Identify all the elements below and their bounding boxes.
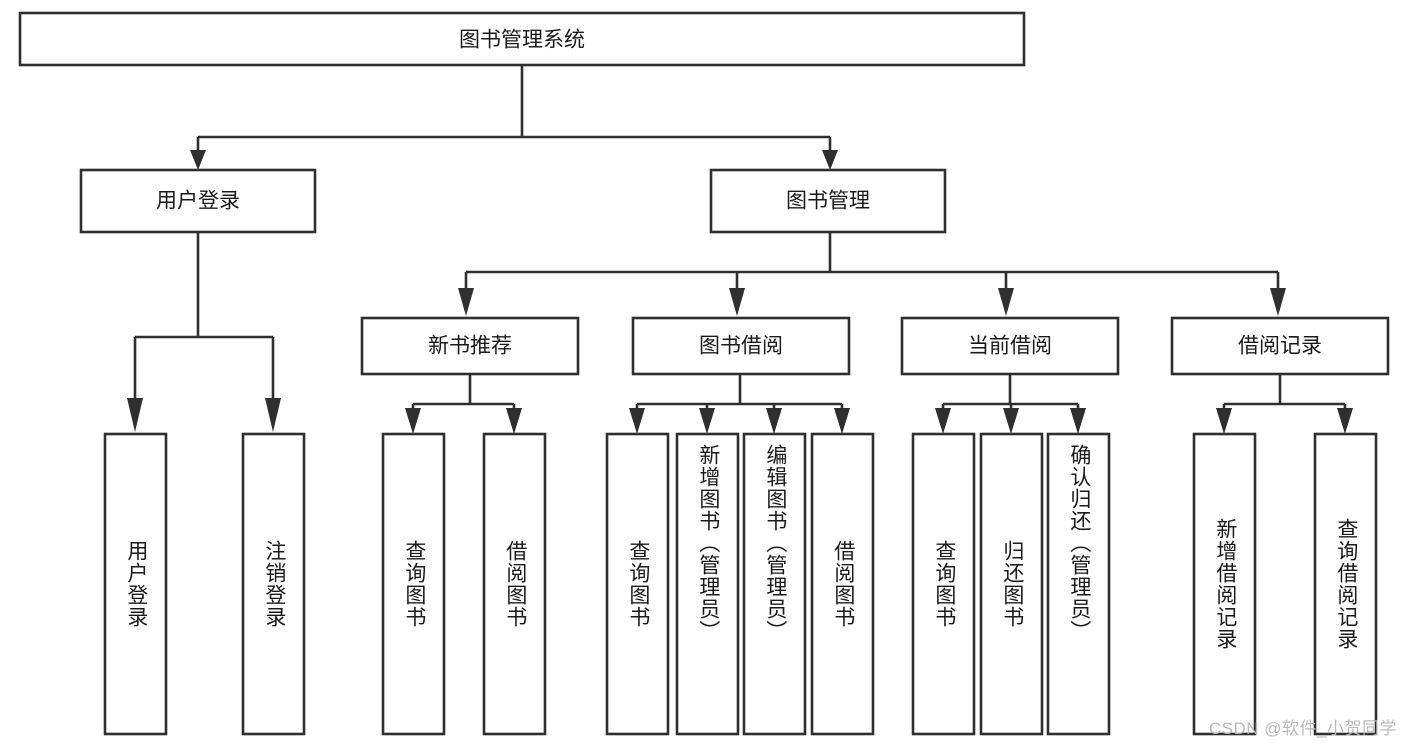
leaf-box-bb-borrow-book[interactable] bbox=[810, 432, 875, 736]
node-current-borrow-box[interactable] bbox=[900, 316, 1120, 376]
arrowhead-nb-leaf-2 bbox=[506, 408, 522, 434]
node-borrow-record-label: 借阅记录 bbox=[1238, 335, 1322, 358]
leaf-box-cb-query-book[interactable] bbox=[911, 432, 976, 736]
leaf-box-br-query-record[interactable] bbox=[1313, 432, 1378, 736]
arrowhead-book-manage bbox=[822, 150, 838, 170]
watermark-text: CSDN @软件_小贺同学 bbox=[1208, 719, 1397, 738]
arrowhead-bb-leaf-2 bbox=[699, 408, 715, 434]
leaf-box-nb-borrow-book[interactable] bbox=[482, 432, 547, 736]
node-new-book-recommend[interactable]: 新书推荐 bbox=[360, 316, 580, 376]
node-book-manage[interactable]: 图书管理 bbox=[709, 168, 947, 234]
node-borrow-record-box[interactable] bbox=[1170, 316, 1390, 376]
arrowhead-nb-leaf-1 bbox=[405, 408, 421, 434]
connector-group bbox=[127, 65, 1353, 434]
leaf-box-br-add-record[interactable] bbox=[1192, 432, 1257, 736]
leaf-box-nb-query-book[interactable] bbox=[381, 432, 446, 736]
leaf-box-bb-add-book[interactable] bbox=[675, 432, 740, 736]
leaf-box-bb-query-book[interactable] bbox=[605, 432, 670, 736]
node-borrow-record[interactable]: 借阅记录 bbox=[1170, 316, 1390, 376]
node-user-login-box[interactable] bbox=[79, 168, 317, 234]
node-book-borrow-label: 图书借阅 bbox=[699, 335, 783, 358]
node-user-login[interactable]: 用户登录 bbox=[79, 168, 317, 234]
arrowhead-cb-leaf-2 bbox=[1003, 408, 1019, 434]
node-root[interactable]: 图书管理系统 bbox=[18, 11, 1026, 67]
arrowhead-borrow-record bbox=[1270, 288, 1286, 316]
arrowhead-bb-leaf-3 bbox=[766, 408, 782, 434]
arrowhead-cb-leaf-3 bbox=[1070, 408, 1086, 434]
node-current-borrow-label: 当前借阅 bbox=[968, 335, 1052, 358]
arrowhead-user-login bbox=[190, 150, 206, 170]
leaf-box-bb-edit-book[interactable] bbox=[742, 432, 807, 736]
arrowhead-book-borrow bbox=[729, 288, 745, 316]
leaf-box-user-login[interactable] bbox=[103, 432, 168, 736]
node-root-label: 图书管理系统 bbox=[459, 29, 585, 52]
node-book-manage-label: 图书管理 bbox=[786, 190, 870, 213]
node-book-borrow[interactable]: 图书借阅 bbox=[631, 316, 851, 376]
arrowhead-br-leaf-2 bbox=[1337, 408, 1353, 434]
node-current-borrow[interactable]: 当前借阅 bbox=[900, 316, 1120, 376]
node-user-login-label: 用户登录 bbox=[156, 190, 240, 213]
leaf-box-cb-return-book[interactable] bbox=[979, 432, 1044, 736]
leaf-box-cb-confirm-return[interactable] bbox=[1046, 432, 1111, 736]
arrowhead-bb-leaf-4 bbox=[834, 408, 850, 434]
arrowhead-new-book bbox=[458, 288, 474, 316]
node-new-book-recommend-label: 新书推荐 bbox=[428, 335, 512, 358]
leaf-box-group bbox=[103, 432, 1378, 736]
leaf-box-logout[interactable] bbox=[241, 432, 306, 736]
node-root-box[interactable] bbox=[18, 11, 1026, 67]
node-book-borrow-box[interactable] bbox=[631, 316, 851, 376]
node-new-book-recommend-box[interactable] bbox=[360, 316, 580, 376]
arrowhead-br-leaf-1 bbox=[1216, 408, 1232, 434]
node-book-manage-box[interactable] bbox=[709, 168, 947, 234]
arrowhead-bb-leaf-1 bbox=[629, 408, 645, 434]
arrowhead-cb-leaf-1 bbox=[935, 408, 951, 434]
arrowhead-leaf-logout bbox=[265, 398, 281, 432]
arrowhead-leaf-user-login bbox=[127, 398, 143, 432]
arrowhead-current-borrow bbox=[998, 288, 1014, 316]
